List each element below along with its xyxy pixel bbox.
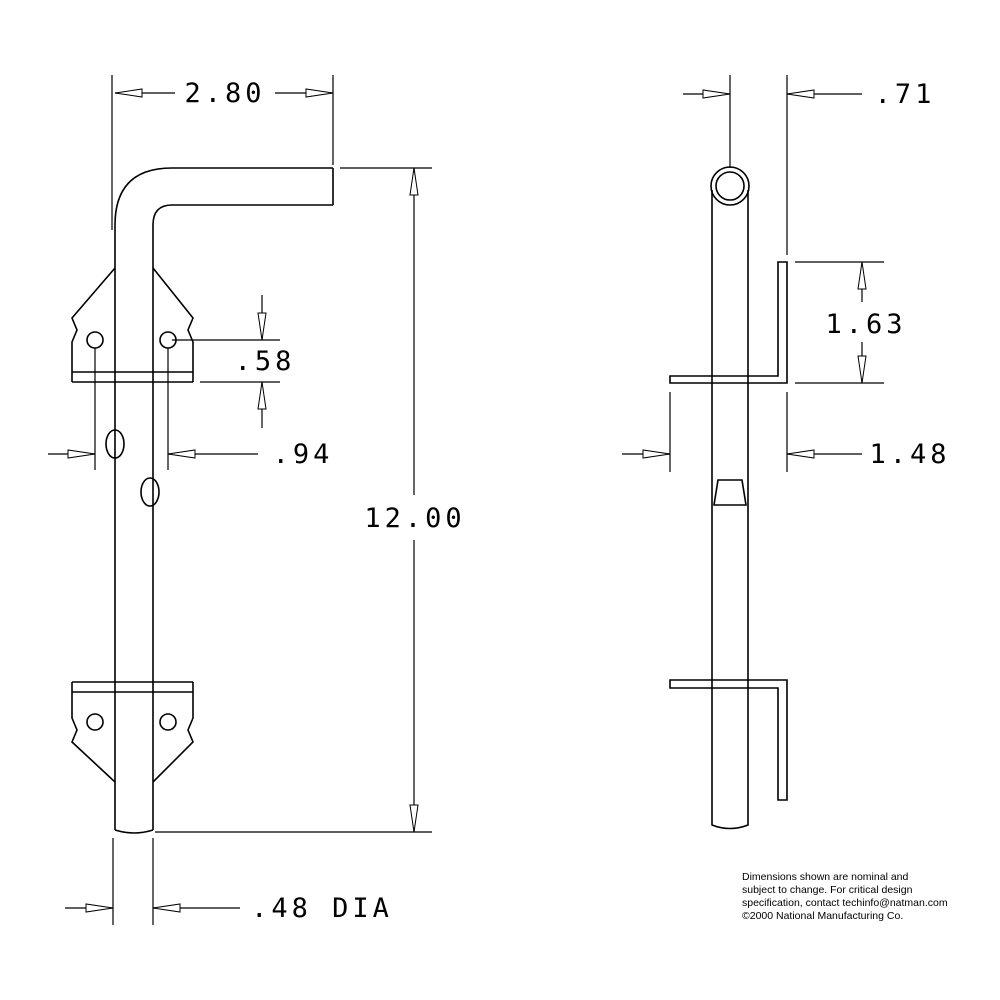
rod-bottom-end (114, 829, 154, 834)
latch-nub-lower (140, 477, 160, 507)
dim-side-top: .71 (875, 79, 936, 110)
side-top-bracket (669, 261, 788, 384)
front-view: 2.80 .58 .94 12.00 .48 DIA (48, 75, 465, 925)
side-rod-outline (711, 190, 749, 830)
note-line-3: specification, contact techinfo@natman.c… (742, 897, 948, 909)
bottom-mount-plate (71, 681, 194, 783)
dim-side-offset: 1.48 (869, 439, 950, 470)
dim-hole-spacing: .58 (235, 346, 296, 377)
top-left-screw-hole (86, 331, 104, 349)
bottom-right-screw-hole (159, 713, 177, 731)
disclaimer-note: Dimensions shown are nominal and subject… (742, 871, 948, 922)
note-line-2: subject to change. For critical design (742, 884, 913, 896)
top-mount-plate (71, 267, 194, 383)
bottom-left-screw-hole (86, 713, 104, 731)
dim-rod-diameter: .48 DIA (251, 893, 393, 924)
side-view: .71 1.63 1.48 (622, 75, 950, 830)
dim-bracket-height: 1.63 (825, 309, 906, 340)
latch-nub-upper (105, 429, 125, 459)
note-line-4: ©2000 National Manufacturing Co. (742, 910, 903, 922)
side-latch-nub (713, 479, 747, 506)
side-bottom-bracket (669, 679, 788, 801)
rod-end-inner-circle (715, 171, 745, 201)
dim-width-top: 2.80 (184, 78, 265, 109)
rod-hook-outline (114, 167, 334, 830)
note-line-1: Dimensions shown are nominal and (742, 871, 908, 883)
dim-overall-length: 12.00 (364, 503, 465, 534)
dim-hook-offset: .94 (273, 439, 334, 470)
